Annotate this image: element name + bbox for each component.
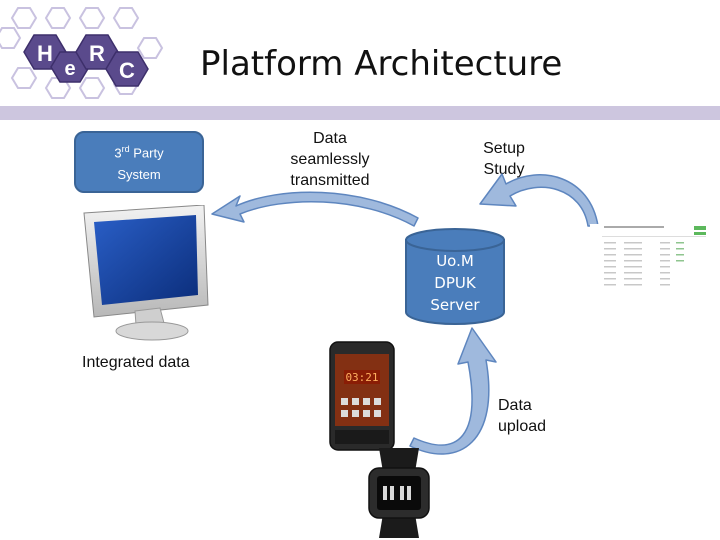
- smartwatch-icon: [368, 448, 430, 538]
- slide-title: Platform Architecture: [200, 44, 563, 84]
- monitor-icon: [83, 205, 209, 341]
- arrow-server-to-system: [211, 191, 419, 227]
- logo-letter-r: R: [89, 41, 105, 66]
- arrow-devices-to-server: [409, 327, 497, 455]
- third-party-line2: System: [117, 166, 161, 182]
- server-label: Uo.M DPUK Server: [430, 252, 480, 314]
- label-integrated-data: Integrated data: [82, 354, 190, 371]
- herc-logo: H e R C: [0, 7, 164, 99]
- title-divider: [0, 106, 720, 120]
- smartphone-icon: 03:21: [329, 341, 395, 451]
- label-setup-study: Setup Study: [483, 140, 525, 178]
- third-party-line1: 3rd Party: [114, 144, 164, 161]
- phone-time: 03:21: [345, 371, 378, 384]
- logo-letter-c: C: [119, 58, 135, 83]
- arrow-study-to-server: [479, 173, 599, 227]
- logo-letter-h: H: [37, 41, 53, 66]
- logo-letter-e: e: [64, 58, 75, 80]
- dashboard-thumbnail: [590, 224, 710, 294]
- third-party-system-box: 3rd Party System: [74, 131, 204, 193]
- database-icon: [405, 228, 505, 325]
- label-data-transmitted: Data seamlessly transmitted: [290, 130, 370, 189]
- label-data-upload: Data upload: [498, 397, 547, 435]
